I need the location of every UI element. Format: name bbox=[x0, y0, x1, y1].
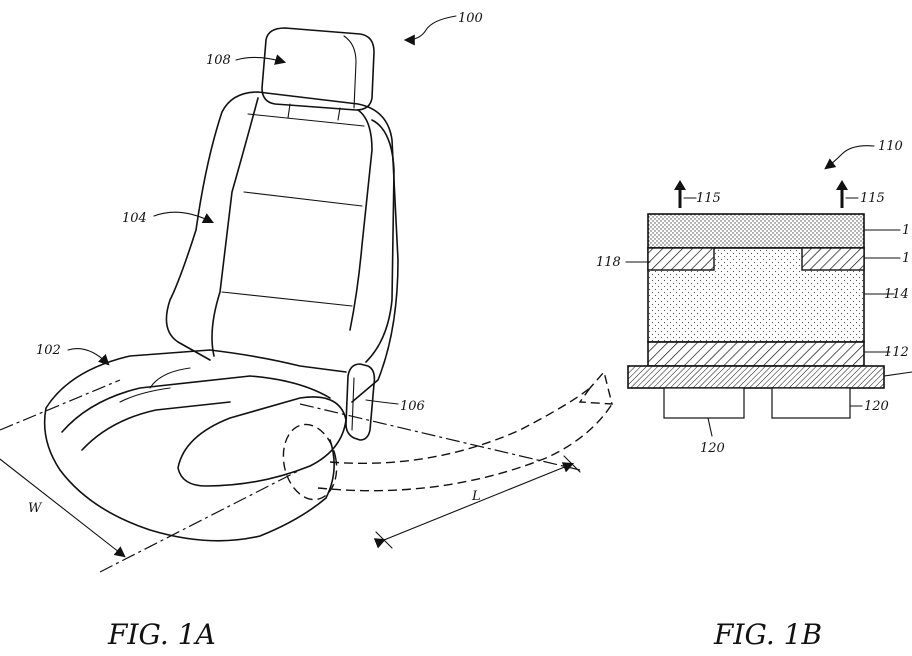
label-115-right: 115 bbox=[860, 191, 885, 206]
label-right-1: 1 bbox=[902, 223, 910, 238]
label-L: L bbox=[471, 489, 481, 504]
headrest-outline bbox=[262, 28, 374, 110]
block-118-right bbox=[802, 248, 864, 270]
label-118: 118 bbox=[596, 255, 621, 270]
label-W: W bbox=[28, 501, 43, 516]
hatched-layer-112 bbox=[648, 342, 864, 366]
fig1a-seat: 100 108 104 102 106 L W FIG. 1A bbox=[0, 11, 612, 651]
fig1b-cross-section: 110 115 115 118 1 1 114 112 120 120 FIG.… bbox=[596, 139, 912, 651]
seat-back-outline bbox=[166, 92, 398, 402]
label-100: 100 bbox=[458, 11, 483, 26]
seat-bottom-outline bbox=[45, 350, 346, 541]
label-112: 112 bbox=[884, 345, 909, 360]
block-120-left bbox=[664, 388, 744, 418]
label-102: 102 bbox=[36, 343, 61, 358]
block-118-left bbox=[648, 248, 714, 270]
base-plate bbox=[628, 366, 884, 388]
label-106: 106 bbox=[400, 399, 425, 414]
caption-fig-1a: FIG. 1A bbox=[107, 618, 216, 651]
label-120-right: 120 bbox=[864, 399, 889, 414]
label-right-2: 1 bbox=[902, 251, 910, 266]
caption-fig-1b: FIG. 1B bbox=[713, 618, 822, 651]
label-115-left: 115 bbox=[696, 191, 721, 206]
block-120-right bbox=[772, 388, 850, 418]
label-120-left: 120 bbox=[700, 441, 725, 456]
label-114: 114 bbox=[884, 287, 909, 302]
label-110: 110 bbox=[878, 139, 903, 154]
label-108: 108 bbox=[206, 53, 231, 68]
adjuster-lever bbox=[346, 364, 374, 440]
top-layer bbox=[648, 214, 864, 248]
label-104: 104 bbox=[122, 211, 147, 226]
